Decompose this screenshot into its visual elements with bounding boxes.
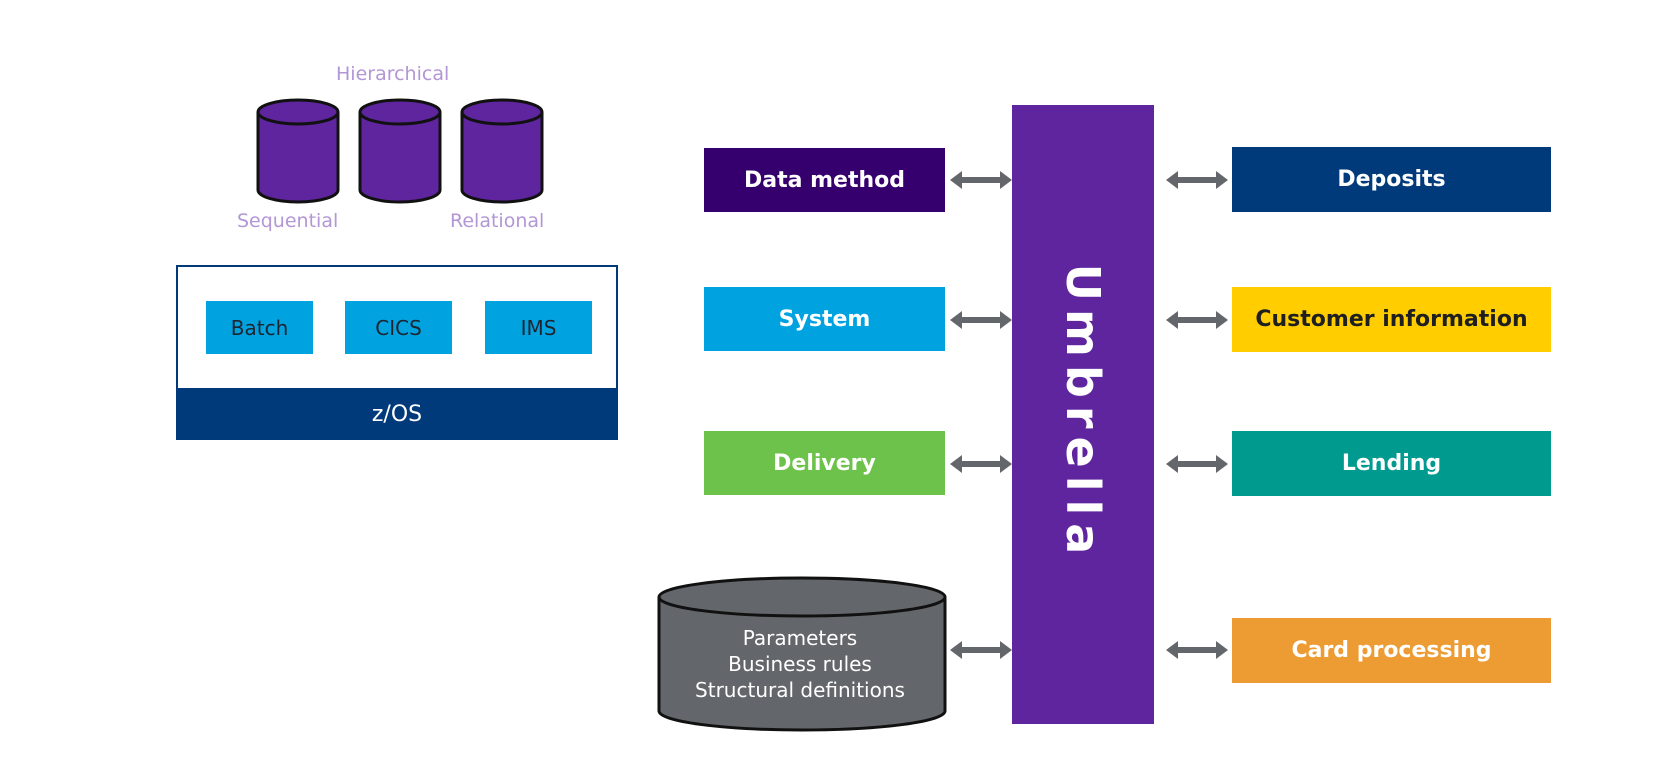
app-box-cics: CICS — [345, 301, 452, 354]
node-lending: Lending — [1232, 431, 1551, 496]
repository-line-structural-definitions: Structural definitions — [695, 678, 905, 702]
repository-cylinder — [657, 576, 947, 732]
umbrella-bar — [1012, 105, 1154, 724]
repository-text: Parameters Business rules Structural def… — [660, 625, 940, 703]
zos-platform-bar: z/OS — [176, 388, 618, 440]
app-box-ims: IMS — [485, 301, 592, 354]
database-icon-hierarchical — [358, 98, 442, 204]
node-delivery: Delivery — [704, 431, 945, 495]
double-arrow-icon — [1166, 171, 1228, 189]
node-customer-information: Customer information — [1232, 287, 1551, 352]
database-cylinders — [256, 98, 544, 204]
node-system: System — [704, 287, 945, 351]
hierarchical-label: Hierarchical — [336, 63, 450, 85]
repository-line-parameters: Parameters — [742, 626, 858, 650]
node-card-processing: Card processing — [1232, 618, 1551, 683]
repository-line-business-rules: Business rules — [728, 652, 872, 676]
double-arrow-icon — [950, 641, 1012, 659]
app-box-batch: Batch — [206, 301, 313, 354]
double-arrow-icon — [1166, 455, 1228, 473]
database-icon-sequential — [256, 98, 340, 204]
umbrella-label: Umbrella — [1056, 263, 1110, 563]
double-arrow-icon — [1166, 311, 1228, 329]
node-deposits: Deposits — [1232, 147, 1551, 212]
node-data-method: Data method — [704, 148, 945, 212]
double-arrow-icon — [1166, 641, 1228, 659]
double-arrow-icon — [950, 311, 1012, 329]
double-arrow-icon — [950, 455, 1012, 473]
database-icon-relational — [460, 98, 544, 204]
double-arrow-icon — [950, 171, 1012, 189]
relational-label: Relational — [450, 210, 545, 232]
sequential-label: Sequential — [237, 210, 339, 232]
